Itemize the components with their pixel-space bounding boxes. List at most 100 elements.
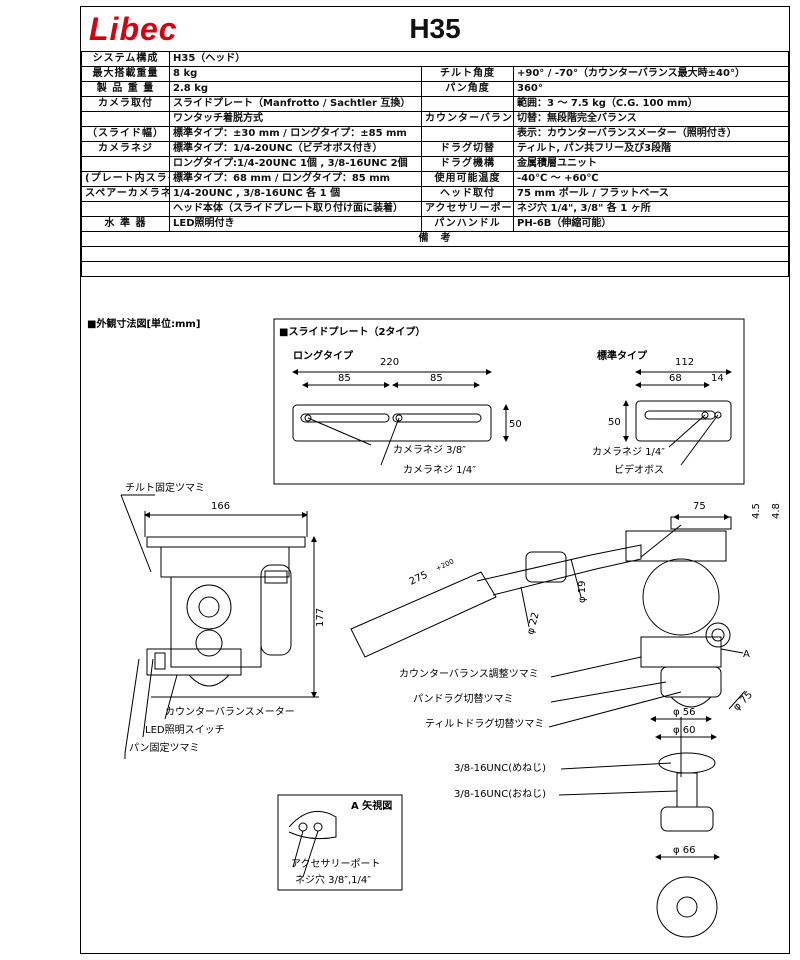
spec-label: 最大搭載重量 <box>81 66 170 82</box>
d75-label: φ 75 <box>731 689 755 713</box>
spec-label: パン角度 <box>421 81 514 97</box>
spec-label: カメラ取付 <box>81 96 170 112</box>
cb-meter-label: カウンターバランスメーター <box>165 706 295 718</box>
spec-value: PH-6B（伸縮可能） <box>513 216 789 232</box>
spec-value: +90° / -70°（カウンターバランス最大時±40°） <box>513 66 789 82</box>
screw-38-label: カメラネジ 3/8″ <box>393 444 466 456</box>
spec-value: 75 mm ボール / フラットベース <box>513 186 789 202</box>
screw-14-label: カメラネジ 1/4″ <box>403 464 476 476</box>
table-row: スペアーカメラネジ1/4-20UNC , 3/8-16UNC 各 1 個ヘッド取… <box>81 186 789 202</box>
spec-value: 標準タイプ：±30 mm / ロングタイプ：±85 mm <box>169 126 422 142</box>
cb-knob-label: カウンターバランス調整ツマミ <box>399 667 539 680</box>
spec-value: 金属積層ユニット <box>513 156 789 172</box>
spec-value: 8 kg <box>169 66 422 82</box>
d19-label: φ 19 <box>577 581 588 604</box>
spec-value: 2.8 kg <box>169 81 422 97</box>
std-height: 50 <box>608 417 621 428</box>
d45-label: 4.5 <box>751 503 762 519</box>
spec-value: 標準タイプ：68 mm / ロングタイプ：85 mm <box>169 171 422 187</box>
a-view-box <box>277 794 403 891</box>
drawing-svg: ■外観寸法図[単位:mm] ■スライドプレート（2タイプ） ロングタイプ 標準タ… <box>87 317 782 938</box>
spec-label: ドラグ切替 <box>421 141 514 157</box>
std-seg: 68 <box>669 373 682 384</box>
led-switch-label: LED照明スイッチ <box>145 724 225 736</box>
spec-label: カウンターバランス <box>421 111 514 127</box>
a-view-port <box>288 810 337 878</box>
screw-14-std-label: カメラネジ 1/4″ <box>592 446 665 458</box>
spec-value: ロングタイプ:1/4-20UNC 1個 , 3/8-16UNC 2個 <box>169 156 422 172</box>
head-side-view <box>350 514 746 938</box>
unc-male-label: 3/8-16UNC(おねじ) <box>454 788 546 800</box>
remarks-cell <box>81 261 789 277</box>
std-plate <box>623 369 732 466</box>
video-boss-label: ビデオボス <box>614 463 664 476</box>
spec-label: (プレート内スライド幅) <box>81 171 170 187</box>
spec-label: アクセサリーポート <box>421 201 514 217</box>
table-row: カメラ取付スライドプレート（Manfrotto / Sachtler 互換） 範囲… <box>81 96 789 112</box>
remarks-cell <box>81 246 789 262</box>
spec-value: ティルト, パン共フリー及び3段階 <box>513 141 789 157</box>
table-row: ワンタッチ着脱方式カウンターバランス切替：無段階完全バランス <box>81 111 789 127</box>
spec-value: スライドプレート（Manfrotto / Sachtler 互換） <box>169 96 422 112</box>
spec-label: ヘッド取付 <box>421 186 514 202</box>
remarks-label: 備 考 <box>81 231 789 247</box>
spec-label: パンハンドル <box>421 216 514 232</box>
spec-label: カメラネジ <box>81 141 170 157</box>
remarks-row <box>81 246 789 262</box>
d66-label: φ 66 <box>673 845 696 856</box>
spec-label <box>81 111 170 127</box>
spec-value: 1/4-20UNC , 3/8-16UNC 各 1 個 <box>169 186 422 202</box>
head-front-view <box>120 494 319 698</box>
long-plate <box>292 369 509 466</box>
spec-value: 標準タイプ：1/4-20UNC（ビデオボス付き） <box>169 141 422 157</box>
slide-plate-title: ■スライドプレート（2タイプ） <box>279 325 425 338</box>
spec-label: ドラグ機構 <box>421 156 514 172</box>
std-off: 14 <box>711 373 724 384</box>
long-height: 50 <box>509 419 522 430</box>
arm-ext: +200 <box>434 557 455 572</box>
table-row: カメラネジ標準タイプ：1/4-20UNC（ビデオボス付き）ドラグ切替ティルト, … <box>81 141 789 157</box>
spec-label <box>81 201 170 217</box>
d56-label: φ 56 <box>673 707 696 718</box>
spec-value: 360° <box>513 81 789 97</box>
front-leaders <box>124 658 178 759</box>
spec-value: 範囲：3 ～ 7.5 kg（C.G. 100 mm） <box>513 96 789 112</box>
long-seg2: 85 <box>430 373 443 384</box>
arm-length: 275 <box>408 570 430 588</box>
spec-value: ヘッド本体（スライドプレート取り付け面に装着） <box>169 201 422 217</box>
front-width: 166 <box>211 501 230 512</box>
slide-plate-box <box>273 318 745 485</box>
spec-label: 水 準 器 <box>81 216 170 232</box>
a-view-port-label: アクセサリーポート <box>291 858 381 870</box>
tilt-lock-label: チルト固定ツマミ <box>125 481 205 494</box>
spec-value: 切替：無段階完全バランス <box>513 111 789 127</box>
table-row: ロングタイプ:1/4-20UNC 1個 , 3/8-16UNC 2個ドラグ機構金… <box>81 156 789 172</box>
remarks-header-row: 備 考 <box>81 231 789 247</box>
spec-value: LED照明付き <box>169 216 422 232</box>
model-title: H35 <box>409 13 461 44</box>
std-type-label: 標準タイプ <box>597 349 648 362</box>
spec-label: 使用可能温度 <box>421 171 514 187</box>
spec-label <box>421 126 514 142</box>
long-type-label: ロングタイプ <box>293 349 354 362</box>
std-width: 112 <box>675 357 694 368</box>
tilt-drag-label: ティルトドラグ切替ツマミ <box>425 717 544 730</box>
spec-label: スペアーカメラネジ <box>81 186 170 202</box>
spec-value: -40℃ ～ +60℃ <box>513 171 789 187</box>
a-mark: A <box>743 649 750 660</box>
brand-logo: Libec <box>89 11 178 47</box>
d60-label: φ 60 <box>673 725 696 736</box>
spec-label: 製 品 重 量 <box>81 81 170 97</box>
spec-label: （スライド幅） <box>81 126 170 142</box>
spec-value: ネジ穴 1/4", 3/8" 各 1 ヶ所 <box>513 201 789 217</box>
front-height: 177 <box>315 608 326 627</box>
top75-label: 75 <box>693 501 706 512</box>
spec-value: ワンタッチ着脱方式 <box>169 111 422 127</box>
pan-drag-label: パンドラグ切替ツマミ <box>413 692 514 705</box>
spec-label: チルト角度 <box>421 66 514 82</box>
